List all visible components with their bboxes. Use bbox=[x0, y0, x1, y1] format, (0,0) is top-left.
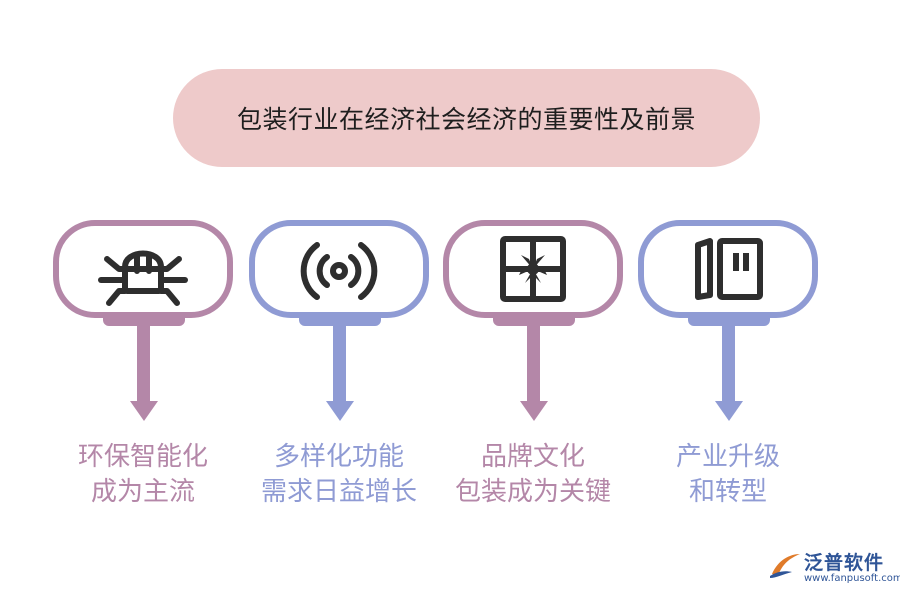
label-line-1: 环保智能化 bbox=[77, 442, 208, 472]
label-line-1: 产业升级 bbox=[675, 442, 780, 472]
arrow-stem bbox=[527, 326, 540, 403]
item-label: 环保智能化 成为主流 bbox=[33, 440, 253, 510]
icon-card bbox=[443, 220, 623, 318]
signal-icon bbox=[300, 242, 378, 300]
icon-card bbox=[638, 220, 818, 318]
item-diverse-functions: 多样化功能 需求日益增长 bbox=[249, 0, 429, 600]
label-line-2: 和转型 bbox=[688, 477, 767, 507]
connector-tab bbox=[493, 316, 575, 326]
label-line-1: 多样化功能 bbox=[273, 442, 404, 472]
gift-box-icon bbox=[500, 236, 566, 302]
connector-tab bbox=[103, 316, 185, 326]
connector-tab bbox=[688, 316, 770, 326]
logo-url: www.fanpusoft.com bbox=[804, 573, 900, 584]
item-brand-culture: 品牌文化 包装成为关键 bbox=[443, 0, 623, 600]
label-line-1: 品牌文化 bbox=[480, 442, 585, 472]
item-label: 品牌文化 包装成为关键 bbox=[423, 440, 643, 510]
label-line-2: 成为主流 bbox=[90, 477, 195, 507]
arrow-stem bbox=[333, 326, 346, 403]
logo-swoosh-icon bbox=[770, 554, 800, 578]
title-banner: 包装行业在经济社会经济的重要性及前景 bbox=[173, 69, 760, 167]
arrow-stem bbox=[137, 326, 150, 403]
icon-card bbox=[53, 220, 233, 318]
diagram-title: 包装行业在经济社会经济的重要性及前景 bbox=[236, 105, 696, 134]
arrow-stem bbox=[722, 326, 735, 403]
arrow-head bbox=[130, 401, 158, 421]
bug-icon bbox=[98, 250, 188, 306]
item-eco-intelligent: 环保智能化 成为主流 bbox=[53, 0, 233, 600]
arrow-head bbox=[520, 401, 548, 421]
label-line-2: 需求日益增长 bbox=[260, 477, 417, 507]
brand-logo: 泛普软件 www.fanpusoft.com bbox=[768, 548, 900, 592]
label-line-2: 包装成为关键 bbox=[454, 477, 611, 507]
item-label: 多样化功能 需求日益增长 bbox=[229, 440, 449, 510]
logo-name: 泛普软件 bbox=[804, 552, 885, 574]
connector-tab bbox=[299, 316, 381, 326]
icon-card bbox=[249, 220, 429, 318]
item-label: 产业升级 和转型 bbox=[618, 440, 838, 510]
item-industry-upgrade: 产业升级 和转型 bbox=[638, 0, 818, 600]
columns-icon bbox=[695, 238, 763, 300]
arrow-head bbox=[715, 401, 743, 421]
arrow-head bbox=[326, 401, 354, 421]
